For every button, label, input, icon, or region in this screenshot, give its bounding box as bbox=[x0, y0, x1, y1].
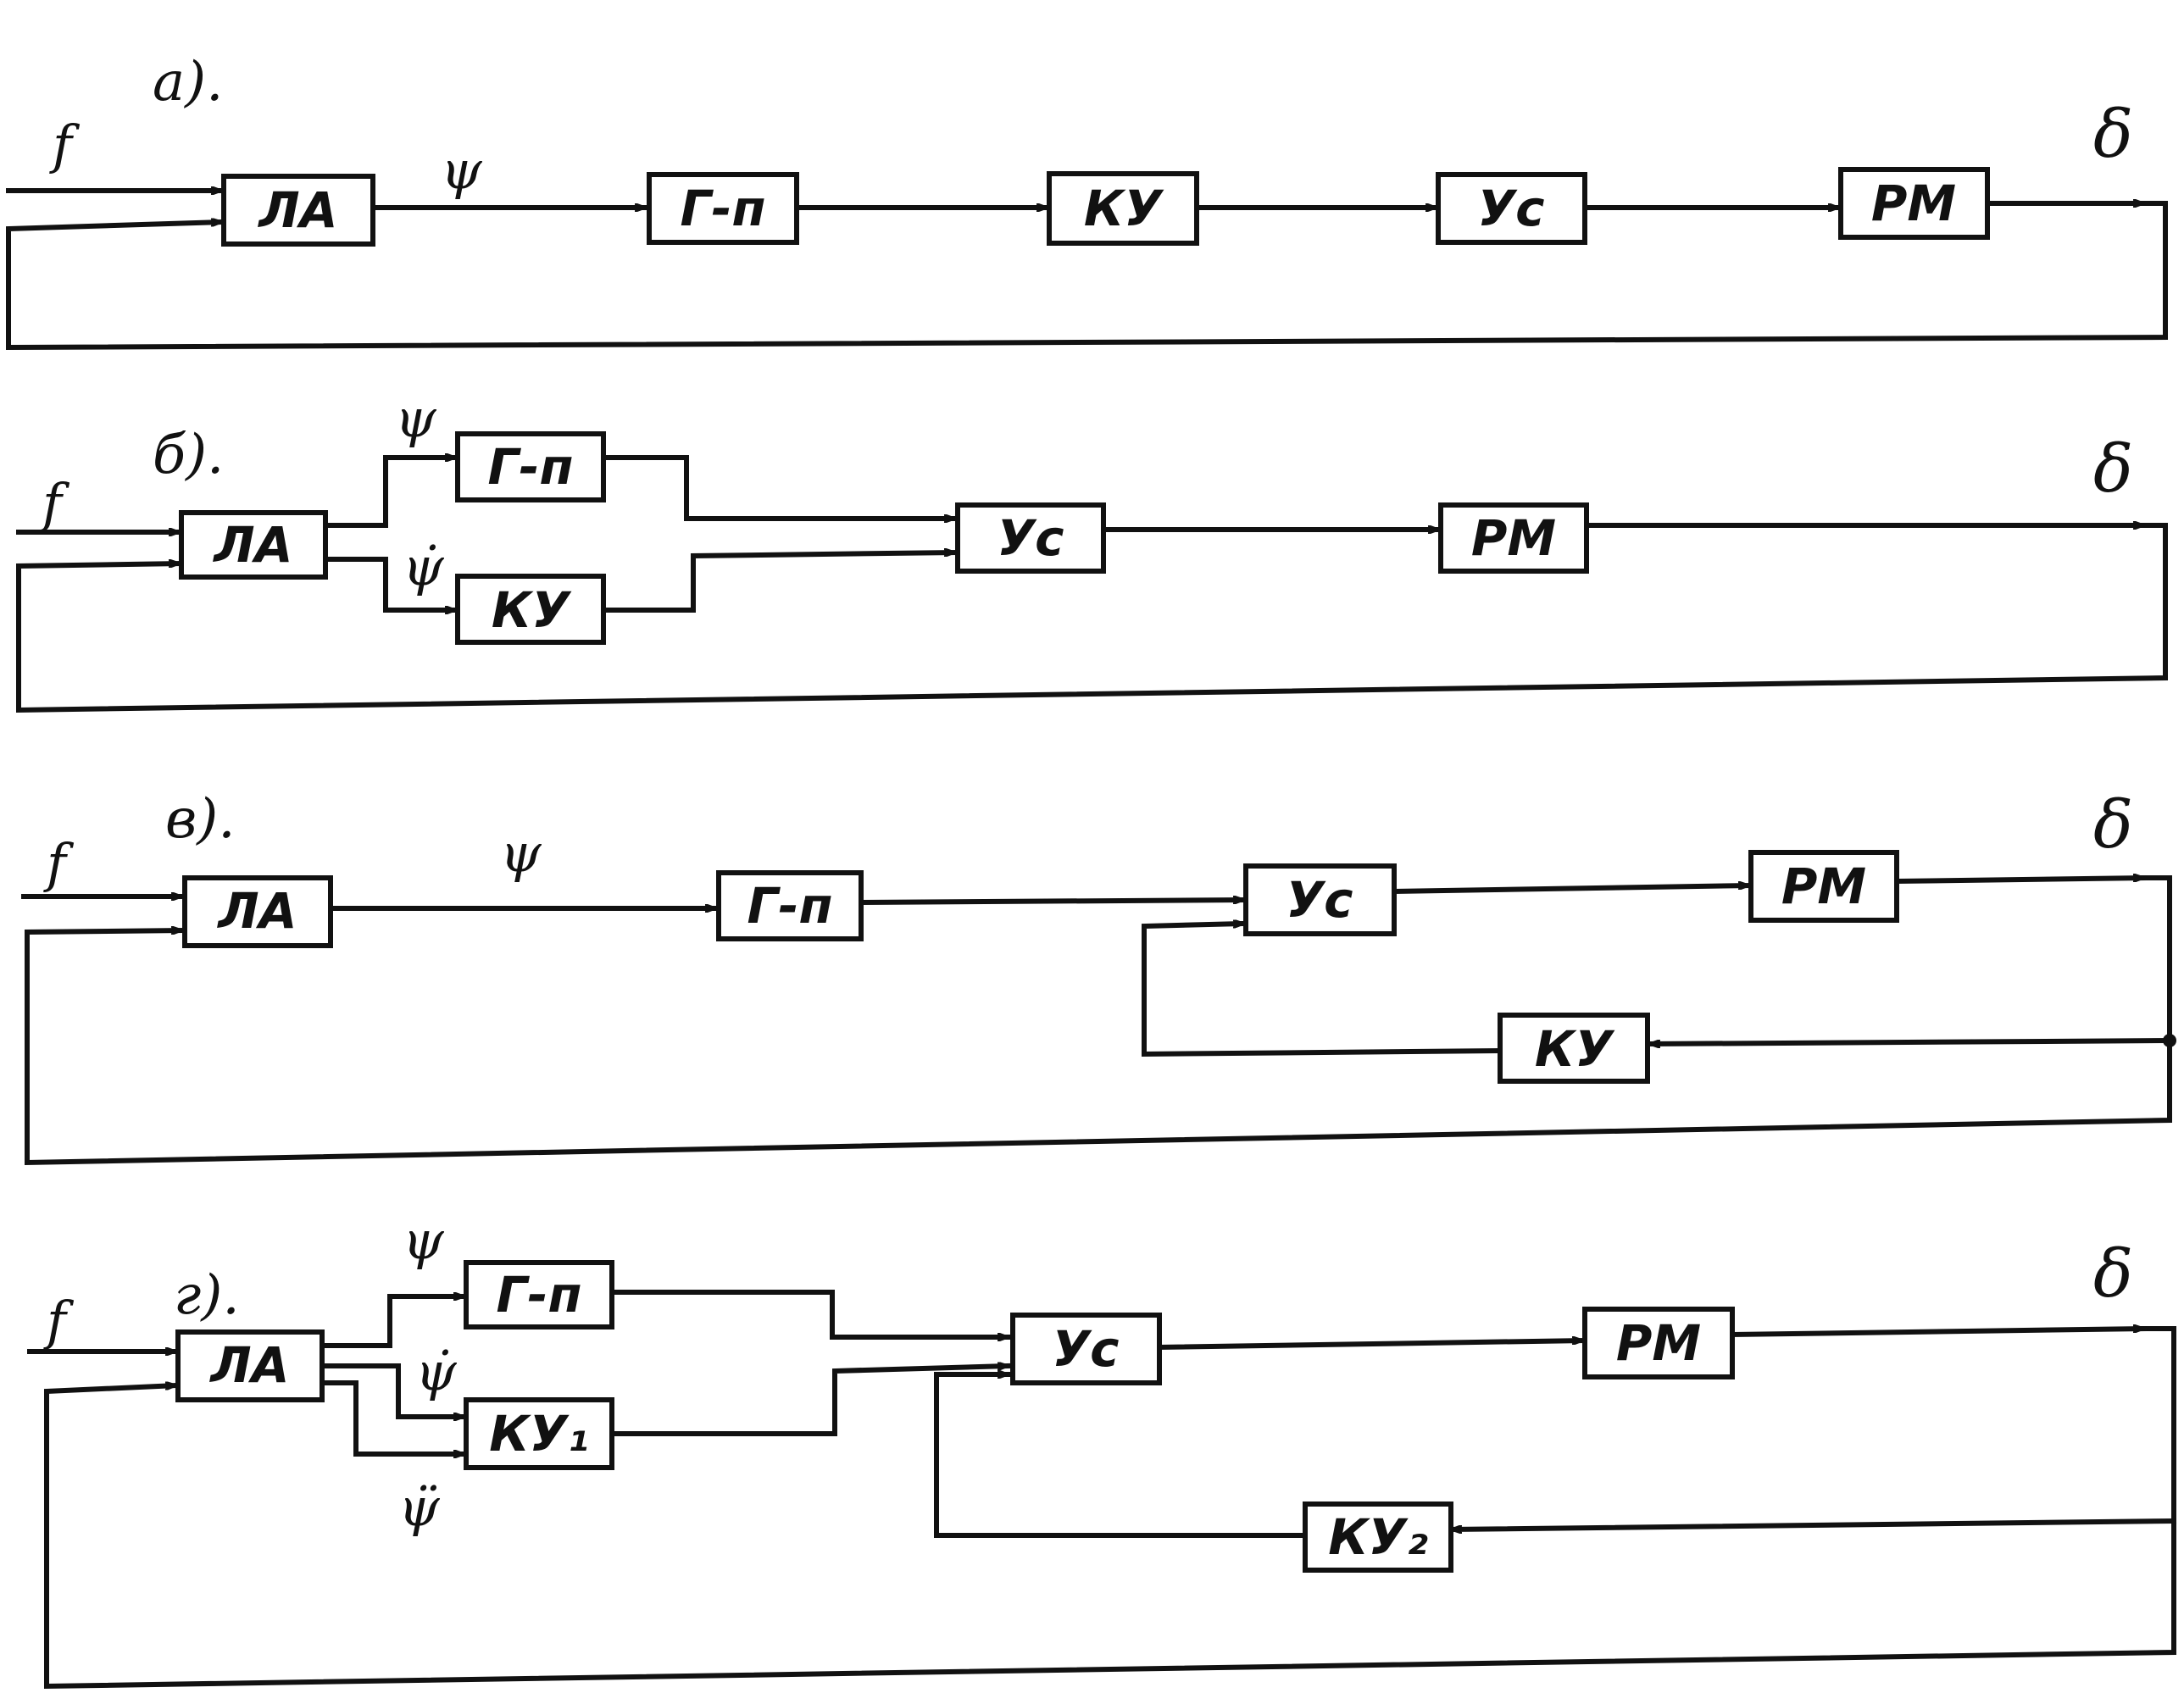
d-gp-to-us bbox=[609, 1290, 1011, 1337]
c-block-pm: РМ bbox=[1748, 850, 1899, 923]
diagram-a-label: а). bbox=[153, 51, 223, 114]
d-block-la: ЛА bbox=[175, 1329, 325, 1402]
a-block-pm: РМ bbox=[1838, 167, 1990, 240]
diagram-d-output-delta: δ bbox=[2093, 1236, 2133, 1313]
b-block-gp: Г-п bbox=[455, 431, 606, 502]
diagram-b-output-delta: δ bbox=[2093, 431, 2133, 508]
svg-text:Ус: Ус bbox=[1286, 871, 1353, 929]
a-block-gp: Г-п bbox=[647, 172, 799, 245]
diagram-d-signal-psiddot: ψ̈ bbox=[398, 1476, 441, 1538]
diagram-c-input-f: f bbox=[43, 832, 75, 894]
b-feedback-loop bbox=[16, 523, 2168, 713]
c-outer-feedback bbox=[25, 875, 2172, 1166]
svg-text:КУ: КУ bbox=[1084, 180, 1164, 237]
d-block-ku1: КУ₁ bbox=[464, 1397, 614, 1470]
b-ku-to-us bbox=[601, 552, 959, 613]
d-la-split-top bbox=[320, 1296, 467, 1348]
c-block-us: Ус bbox=[1243, 863, 1397, 936]
b-gp-to-us bbox=[601, 455, 958, 519]
svg-text:Г-п: Г-п bbox=[496, 1266, 581, 1324]
b-la-split-bottom bbox=[323, 557, 458, 610]
svg-text:РМ: РМ bbox=[1616, 1314, 1701, 1372]
diagram-b-label: б). bbox=[153, 424, 224, 486]
d-block-pm: РМ bbox=[1582, 1307, 1735, 1379]
c-gp-to-us bbox=[858, 900, 1248, 906]
diagram-d-input-f: f bbox=[43, 1290, 75, 1352]
diagram-c-output-delta: δ bbox=[2093, 787, 2133, 863]
c-pm-output bbox=[1893, 878, 2148, 885]
c-us-to-pm bbox=[1391, 885, 1753, 895]
diagram-b-signal-psi: ψ bbox=[395, 387, 437, 449]
d-la-split-bottom bbox=[320, 1380, 467, 1454]
svg-text:ЛА: ЛА bbox=[216, 882, 297, 940]
d-la-split-mid bbox=[320, 1363, 467, 1417]
d-inner-feedback-out bbox=[934, 1374, 1308, 1538]
svg-text:РМ: РМ bbox=[1781, 858, 1866, 915]
b-la-split-top bbox=[323, 458, 458, 528]
d-pm-output bbox=[1729, 1329, 2148, 1338]
svg-text:КУ₂: КУ₂ bbox=[1328, 1508, 1428, 1566]
svg-text:КУ: КУ bbox=[492, 581, 572, 639]
diagram-b-signal-psidot: ψ̇ bbox=[403, 536, 445, 597]
diagram-a-output-delta: δ bbox=[2093, 97, 2133, 173]
c-block-la: ЛА bbox=[182, 875, 333, 948]
c-inner-feedback-out bbox=[1142, 924, 1503, 1057]
d-ku1-to-us bbox=[609, 1366, 1012, 1436]
c-inner-feedback-in bbox=[1646, 1037, 2173, 1044]
diagram-d: г). f δ ψ ψ̇ ψ̈ ЛА Г-п КУ₁ Ус bbox=[27, 1209, 2177, 1690]
diagram-c-signal-psi: ψ bbox=[500, 822, 542, 884]
svg-text:РМ: РМ bbox=[1471, 509, 1556, 567]
svg-text:КУ₁: КУ₁ bbox=[489, 1405, 589, 1463]
svg-text:Г-п: Г-п bbox=[680, 180, 765, 237]
b-block-ku: КУ bbox=[455, 574, 606, 645]
d-outer-feedback bbox=[44, 1326, 2176, 1690]
svg-text:Г-п: Г-п bbox=[487, 438, 573, 496]
svg-text:ЛА: ЛА bbox=[212, 516, 292, 574]
diagram-d-label: г). bbox=[174, 1264, 240, 1327]
b-block-us: Ус bbox=[955, 502, 1106, 574]
diagram-d-signal-psidot: ψ̇ bbox=[415, 1341, 458, 1402]
a-block-ku: КУ bbox=[1047, 171, 1199, 246]
diagram-c: в). f δ ψ ЛА Г-п Ус РМ КУ bbox=[21, 787, 2176, 1166]
d-inner-feedback-in bbox=[1448, 1518, 2177, 1529]
diagram-b-input-f: f bbox=[39, 472, 70, 534]
d-us-to-pm bbox=[1156, 1341, 1587, 1351]
svg-text:РМ: РМ bbox=[1871, 175, 1956, 232]
a-block-la: ЛА bbox=[221, 174, 375, 247]
a-block-us: Ус bbox=[1436, 172, 1587, 245]
c-block-gp: Г-п bbox=[716, 870, 864, 941]
diagram-a-signal-psi: ψ bbox=[441, 139, 483, 201]
svg-text:Г-п: Г-п bbox=[747, 877, 832, 935]
b-block-pm: РМ bbox=[1438, 502, 1589, 574]
d-block-ku2: КУ₂ bbox=[1303, 1501, 1453, 1573]
svg-text:КУ: КУ bbox=[1535, 1020, 1615, 1078]
svg-text:ЛА: ЛА bbox=[208, 1336, 289, 1394]
b-block-la: ЛА bbox=[179, 510, 328, 580]
diagram-d-signal-psi: ψ bbox=[403, 1209, 445, 1271]
diagram-a: а). f δ ψ ЛА Г-п КУ Ус РМ bbox=[6, 51, 2168, 351]
c-branch-dot bbox=[2163, 1034, 2176, 1047]
diagram-a-input-f: f bbox=[49, 114, 81, 175]
svg-text:Ус: Ус bbox=[1477, 180, 1544, 237]
svg-text:ЛА: ЛА bbox=[257, 181, 337, 239]
svg-text:Ус: Ус bbox=[997, 509, 1064, 567]
d-block-gp: Г-п bbox=[464, 1260, 614, 1329]
d-block-us: Ус bbox=[1010, 1313, 1162, 1385]
a-feedback-loop bbox=[6, 201, 2168, 351]
diagram-b: б). f δ ψ ψ̇ ЛА Г-п КУ Ус РМ bbox=[16, 387, 2168, 713]
svg-text:Ус: Ус bbox=[1052, 1320, 1119, 1378]
c-block-ku: КУ bbox=[1498, 1013, 1650, 1084]
diagram-c-label: в). bbox=[165, 788, 236, 851]
